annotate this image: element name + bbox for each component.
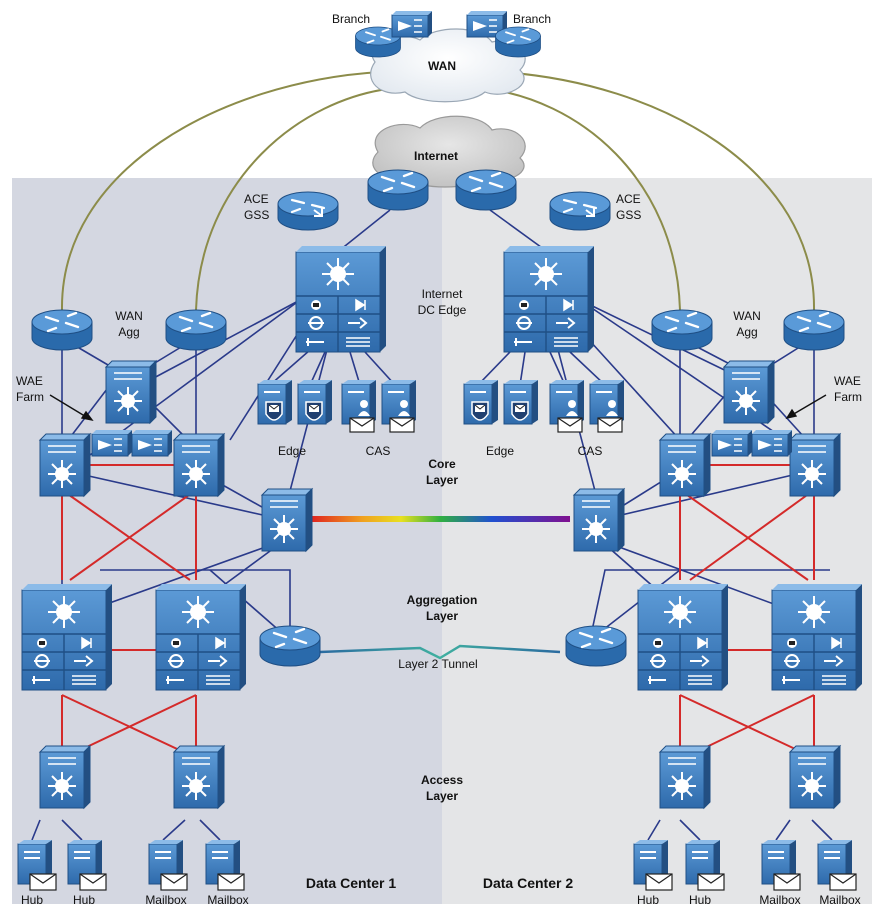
branch-wae-left-icon — [391, 10, 433, 38]
branch-left-label: Branch — [332, 12, 370, 26]
internet-dc-edge-label-2: DC Edge — [418, 303, 467, 317]
ace-left-label: ACE — [244, 192, 269, 206]
internet-label: Internet — [414, 149, 458, 163]
layer2-tunnel-link — [319, 644, 561, 660]
access-switch-2-icon — [173, 745, 225, 809]
internet-router-left-icon — [366, 168, 430, 212]
wae-left-2-icon — [131, 429, 173, 457]
branch-router-right-icon — [494, 26, 542, 58]
wae-farm-left-label-2: Farm — [16, 390, 44, 404]
cas-right-label: CAS — [578, 444, 603, 458]
aggregation-layer-label-2: Layer — [426, 609, 458, 623]
aggregation-layer-label-1: Aggregation — [407, 593, 478, 607]
edge-server-1-icon — [257, 379, 293, 425]
gss-right-label: GSS — [616, 208, 641, 222]
wae-farm-arrows — [49, 394, 827, 422]
edge-server-4-icon — [503, 379, 539, 425]
agg-chassis-1-icon — [21, 583, 113, 691]
red-links — [61, 464, 815, 756]
access-layer-label-1: Access — [421, 773, 463, 787]
wan-cloud — [370, 28, 526, 103]
tunnel-router-left-icon — [258, 624, 322, 668]
wae-farm-right-label-2: Farm — [834, 390, 862, 404]
mailbox-1-label: Mailbox — [145, 893, 186, 904]
hub-server-4-icon — [685, 839, 725, 891]
wae-farm-switch-right-icon — [723, 360, 775, 424]
layer2-tunnel-label: Layer 2 Tunnel — [398, 657, 477, 671]
wan-agg-left-label-1: WAN — [115, 309, 143, 323]
internet-router-right-icon — [454, 168, 518, 212]
dci-switch-left-icon — [261, 488, 313, 552]
internet-dc-edge-label-1: Internet — [422, 287, 463, 301]
core-switch-1-icon — [39, 433, 91, 497]
wae-right-2-icon — [751, 429, 793, 457]
access-layer-label-2: Layer — [426, 789, 458, 803]
access-switch-1-icon — [39, 745, 91, 809]
hub-3-label: Hub — [637, 893, 659, 904]
data-center-2-label: Data Center 2 — [483, 875, 573, 891]
wan-agg-right-label-1: WAN — [733, 309, 761, 323]
gss-left-label: GSS — [244, 208, 269, 222]
ace-gss-left-icon — [276, 190, 340, 232]
cas-server-1-icon — [341, 379, 377, 433]
wae-farm-left-label-1: WAE — [16, 374, 43, 388]
wae-farm-switch-left-icon — [105, 360, 157, 424]
core-switch-3-icon — [659, 433, 711, 497]
internet-edge-chassis-left-icon — [295, 245, 387, 353]
mailbox-3-label: Mailbox — [759, 893, 800, 904]
hub-2-label: Hub — [73, 893, 95, 904]
core-switch-4-icon — [789, 433, 841, 497]
wan-agg-router-4-icon — [782, 308, 846, 352]
agg-chassis-2-icon — [155, 583, 247, 691]
wan-agg-left-label-2: Agg — [118, 325, 139, 339]
tunnel-router-right-icon — [564, 624, 628, 668]
cas-server-3-icon — [549, 379, 585, 433]
wan-agg-router-3-icon — [650, 308, 714, 352]
wae-left-1-icon — [91, 429, 133, 457]
ace-right-label: ACE — [616, 192, 641, 206]
hub-server-2-icon — [67, 839, 107, 891]
edge-server-3-icon — [463, 379, 499, 425]
edge-server-2-icon — [297, 379, 333, 425]
agg-chassis-4-icon — [771, 583, 863, 691]
edge-right-label: Edge — [486, 444, 514, 458]
cas-left-label: CAS — [366, 444, 391, 458]
ace-gss-right-icon — [548, 190, 612, 232]
access-switch-4-icon — [789, 745, 841, 809]
core-layer-label-1: Core — [428, 457, 456, 471]
hub-server-3-icon — [633, 839, 673, 891]
branch-right-label: Branch — [513, 12, 551, 26]
hub-1-label: Hub — [21, 893, 43, 904]
internet-edge-chassis-right-icon — [503, 245, 595, 353]
hub-server-1-icon — [17, 839, 57, 891]
data-center-1-label: Data Center 1 — [306, 875, 396, 891]
wae-right-1-icon — [711, 429, 753, 457]
cas-server-4-icon — [589, 379, 625, 433]
dci-switch-right-icon — [573, 488, 625, 552]
dci-link — [310, 516, 570, 522]
wan-agg-router-1-icon — [30, 308, 94, 352]
mailbox-4-label: Mailbox — [819, 893, 860, 904]
cas-server-2-icon — [381, 379, 417, 433]
edge-left-label: Edge — [278, 444, 306, 458]
mailbox-server-2-icon — [205, 839, 245, 891]
wae-farm-right-label-1: WAE — [834, 374, 861, 388]
mailbox-2-label: Mailbox — [207, 893, 248, 904]
wan-agg-router-2-icon — [164, 308, 228, 352]
agg-chassis-3-icon — [637, 583, 729, 691]
mailbox-server-3-icon — [761, 839, 801, 891]
hub-4-label: Hub — [689, 893, 711, 904]
mailbox-server-4-icon — [817, 839, 857, 891]
wan-label: WAN — [428, 59, 456, 73]
wan-links — [60, 71, 816, 311]
mailbox-server-1-icon — [148, 839, 188, 891]
core-switch-2-icon — [173, 433, 225, 497]
core-layer-label-2: Layer — [426, 473, 458, 487]
wan-agg-right-label-2: Agg — [736, 325, 757, 339]
access-switch-3-icon — [659, 745, 711, 809]
